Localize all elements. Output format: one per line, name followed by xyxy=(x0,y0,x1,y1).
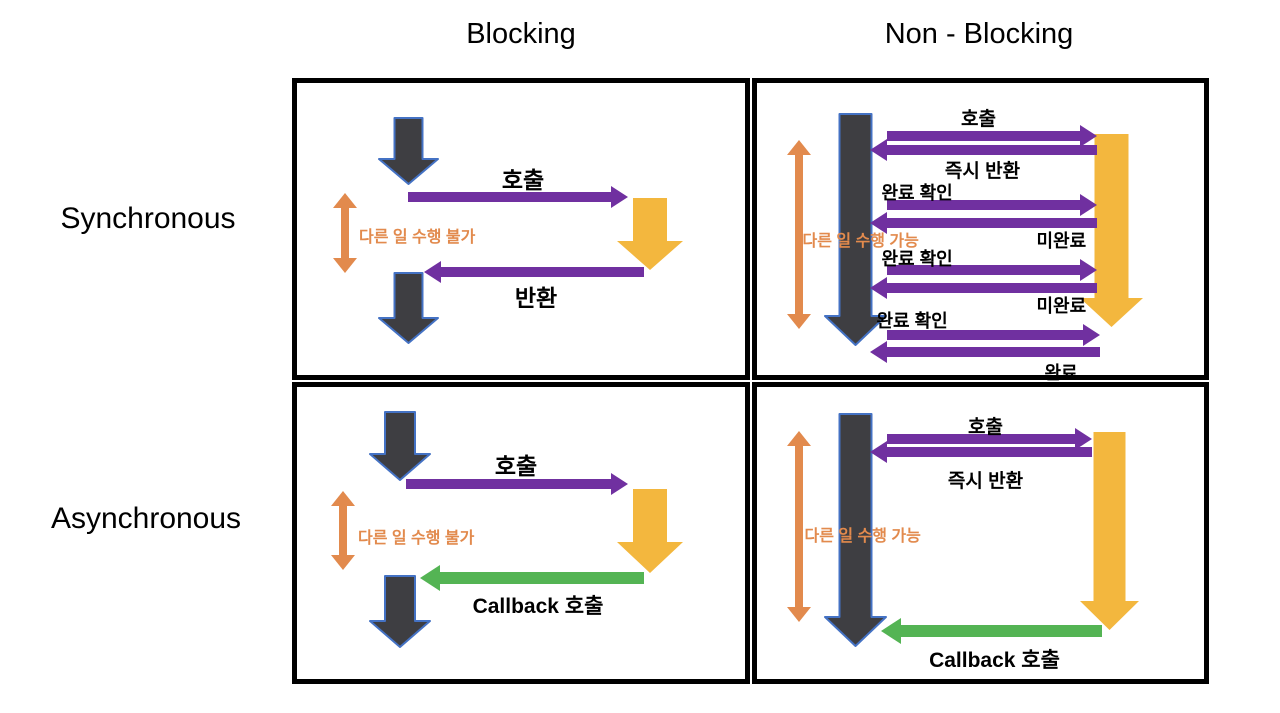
check-label-2: 완료 확인 xyxy=(881,249,953,269)
caller-resume-arrow-icon xyxy=(378,272,439,344)
call-arrow-icon xyxy=(406,479,611,489)
call-arrow-icon xyxy=(408,192,611,202)
immediate-return-arrow-icon xyxy=(886,447,1092,457)
wait-span-arrow-icon xyxy=(331,491,355,570)
status-arrow-icon-1 xyxy=(886,218,1097,228)
quadrant-async-nonblocking: 다른 일 수행 가능 호출 즉시 반환 Callback 호출 xyxy=(751,382,1209,684)
wait-note-label: 다른 일 수행 불가 xyxy=(358,530,475,547)
column-header-blocking: Blocking xyxy=(466,18,576,50)
status-arrow-icon-2 xyxy=(886,283,1097,293)
complete-label: 완료 xyxy=(1044,363,1078,383)
call-label: 호출 xyxy=(501,167,545,193)
check-arrow-icon-2 xyxy=(886,265,1080,275)
other-work-note-label: 다른 일 수행 가능 xyxy=(802,233,919,250)
return-label: 반환 xyxy=(514,285,558,311)
row-label-asynchronous: Asynchronous xyxy=(50,502,242,535)
quadrant-sync-blocking: 호출 반환 다른 일 수행 불가 xyxy=(292,78,750,380)
row-label-synchronous: Synchronous xyxy=(60,202,236,235)
callback-label: Callback 호출 xyxy=(929,649,1060,672)
incomplete-label-2: 미완료 xyxy=(1036,296,1087,316)
caller-resume-arrow-icon xyxy=(369,575,431,648)
quadrant-grid: 호출 반환 다른 일 수행 불가 다른 일 수행 가능 호출 즉시 반환 완료 … xyxy=(292,78,1209,684)
other-work-span-arrow-icon xyxy=(787,431,811,622)
quadrant-sync-nonblocking: 다른 일 수행 가능 호출 즉시 반환 완료 확인 미완료 완료 확인 미완료 … xyxy=(751,78,1209,383)
wait-span-arrow-icon xyxy=(333,193,357,273)
quadrant-async-blocking: 호출 Callback 호출 다른 일 수행 불가 xyxy=(292,382,750,684)
incomplete-label-1: 미완료 xyxy=(1036,231,1087,251)
callback-label: Callback 호출 xyxy=(472,595,604,618)
callee-flow-arrow-icon xyxy=(616,197,684,271)
callee-flow-arrow-icon xyxy=(1079,133,1144,328)
callee-flow-arrow-icon xyxy=(616,488,684,574)
status-arrow-icon-3 xyxy=(886,347,1100,357)
callee-flow-arrow-icon xyxy=(1079,431,1140,631)
call-arrow-icon xyxy=(886,434,1075,444)
other-work-note-label: 다른 일 수행 가능 xyxy=(804,528,921,545)
call-arrow-icon xyxy=(886,131,1080,141)
check-arrow-icon-3 xyxy=(886,330,1083,340)
call-label: 호출 xyxy=(961,109,996,130)
wait-note-label: 다른 일 수행 불가 xyxy=(359,229,476,246)
immediate-return-label: 즉시 반환 xyxy=(947,471,1024,492)
column-header-non-blocking: Non - Blocking xyxy=(884,18,1074,50)
check-arrow-icon-1 xyxy=(886,200,1080,210)
caller-flow-arrow-icon xyxy=(369,411,431,481)
callback-arrow-icon xyxy=(440,572,644,584)
return-arrow-icon xyxy=(441,267,644,277)
immediate-return-arrow-icon xyxy=(886,145,1097,155)
check-label-3: 완료 확인 xyxy=(876,311,948,331)
immediate-return-label: 즉시 반환 xyxy=(944,161,1021,182)
caller-flow-arrow-icon xyxy=(378,117,439,185)
other-work-span-arrow-icon xyxy=(787,140,811,329)
check-label-1: 완료 확인 xyxy=(881,183,953,203)
call-label: 호출 xyxy=(968,417,1003,438)
call-label: 호출 xyxy=(494,453,538,479)
callback-arrow-icon xyxy=(900,625,1102,637)
